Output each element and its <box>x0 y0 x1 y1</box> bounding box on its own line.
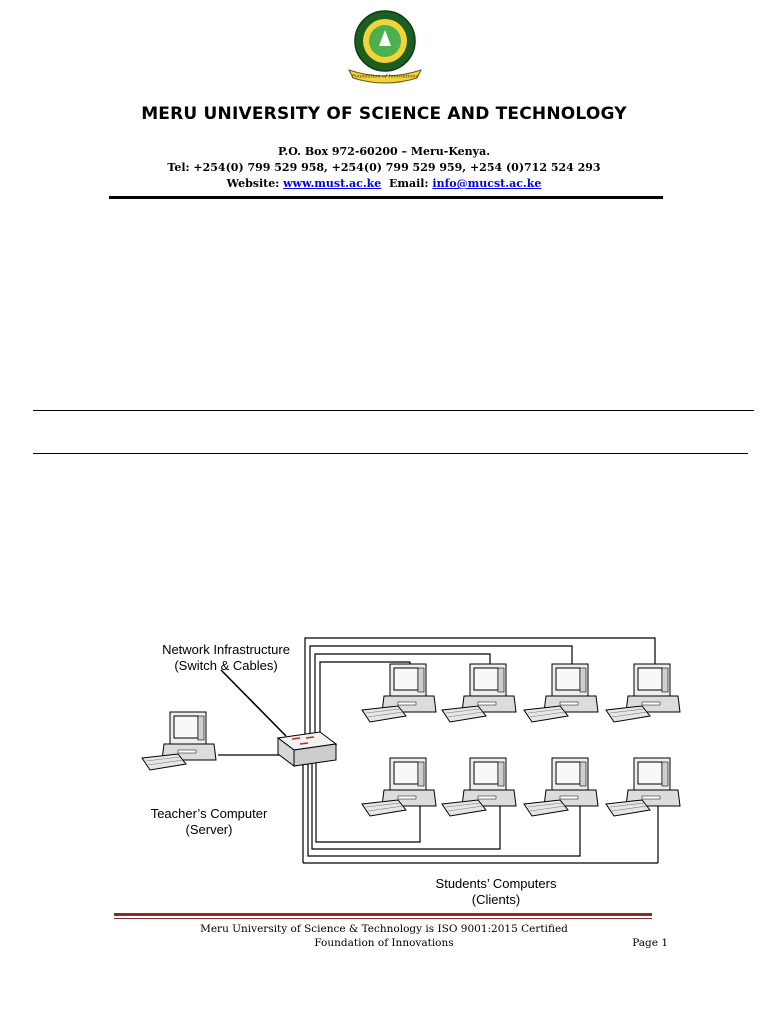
teacher-computer-icon <box>141 711 217 771</box>
label-infrastructure: Network Infrastructure <box>162 642 290 657</box>
student-computer-icon <box>361 757 437 817</box>
email-link[interactable]: info@mucst.ac.ke <box>432 177 542 190</box>
footer-iso-statement: Meru University of Science & Technology … <box>200 923 568 935</box>
student-computer-icon <box>523 757 599 817</box>
logo-motto: Foundation of Innovations <box>351 74 419 80</box>
student-computer-icon <box>523 663 599 723</box>
university-crest-icon: Foundation of Innovations <box>348 10 422 84</box>
label-teacher: Teacher’s Computer <box>151 806 268 821</box>
separator-line-2 <box>33 453 748 454</box>
student-computer-icon <box>361 663 437 723</box>
label-students: Students’ Computers <box>436 876 557 891</box>
separator-line-1 <box>33 410 754 411</box>
postal-address: P.O. Box 972-60200 – Meru-Kenya. <box>277 145 491 158</box>
network-switch-icon <box>276 731 338 767</box>
student-computer-icon <box>441 757 517 817</box>
contact-line: Website: www.must.ac.ke Email: info@mucs… <box>0 177 768 190</box>
student-computer-icon <box>605 757 681 817</box>
page-number: Page 1 <box>632 937 668 949</box>
label-teacher-sub: (Server) <box>186 822 233 837</box>
website-label: Website: <box>226 177 280 190</box>
email-label: Email: <box>388 177 429 190</box>
network-diagram: Network Infrastructure (Switch & Cables)… <box>141 637 681 907</box>
label-infrastructure-sub: (Switch & Cables) <box>174 658 277 673</box>
student-computer-icon <box>441 663 517 723</box>
label-students-sub: (Clients) <box>472 892 520 907</box>
student-computer-icon <box>605 663 681 723</box>
footer-rule-thin <box>114 918 652 919</box>
website-link[interactable]: www.must.ac.ke <box>283 177 382 190</box>
header-rule <box>109 196 663 199</box>
footer-rule <box>114 913 652 916</box>
telephone-line: Tel: +254(0) 799 529 958, +254(0) 799 52… <box>167 161 601 174</box>
footer-motto: Foundation of Innovations <box>314 937 454 949</box>
university-name: MERU UNIVERSITY OF SCIENCE AND TECHNOLOG… <box>141 104 627 124</box>
